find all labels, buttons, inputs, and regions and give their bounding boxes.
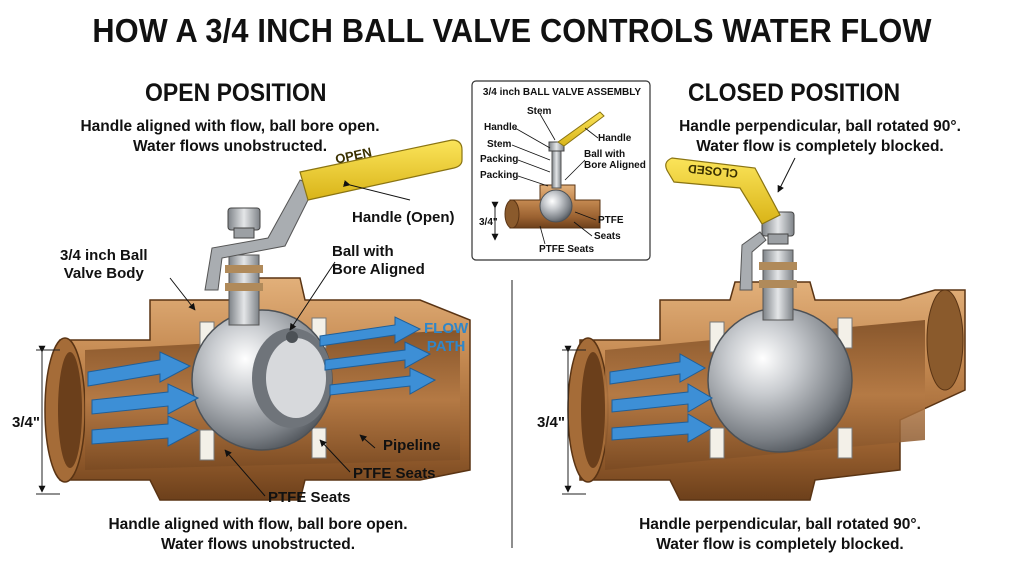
open-position-heading: OPEN POSITION (145, 79, 327, 107)
assembly-label-ball: Ball with Bore Aligned (584, 149, 646, 171)
open-top-desc-line-2: Water flows unobstructed. (132, 138, 328, 155)
closed-bottom-description: Handle perpendicular, ball rotated 90°. … (585, 515, 975, 555)
label-valve-body: 3/4 inch Ball Valve Body (60, 247, 148, 283)
label-valve-body-line-1: 3/4 inch Ball (60, 247, 148, 264)
closed-bottom-desc-line-1: Handle perpendicular, ball rotated 90°. (639, 516, 921, 533)
label-closed-dimension: 3/4" (537, 414, 565, 431)
label-ptfe-seats-right: PTFE Seats (353, 465, 436, 482)
closed-position-heading: CLOSED POSITION (688, 79, 901, 107)
label-pipeline: Pipeline (383, 437, 441, 454)
closed-bottom-desc-line-2: Water flow is completely blocked. (656, 536, 904, 553)
open-bottom-desc-line-2: Water flows unobstructed. (160, 536, 356, 553)
label-handle-open: Handle (Open) (352, 209, 455, 226)
assembly-label-packing-1: Packing (480, 154, 519, 165)
label-ball-bore-line-1: Ball with (332, 243, 394, 260)
assembly-label-ball-line-1: Ball with (584, 149, 626, 160)
closed-top-desc-line-1: Handle perpendicular, ball rotated 90°. (679, 118, 961, 135)
open-top-description: Handle aligned with flow, ball bore open… (30, 117, 430, 157)
assembly-label-handle-left: Handle (484, 122, 518, 133)
assembly-label-ball-line-2: Bore Aligned (584, 160, 646, 171)
closed-top-description: Handle perpendicular, ball rotated 90°. … (630, 117, 1010, 157)
assembly-label-ptfe: PTFE (598, 215, 624, 226)
open-bottom-desc-line-1: Handle aligned with flow, ball bore open… (108, 516, 408, 533)
open-top-desc-line-1: Handle aligned with flow, ball bore open… (80, 118, 380, 135)
label-ball-bore: Ball with Bore Aligned (332, 243, 425, 279)
assembly-label-stem-left: Stem (487, 139, 512, 150)
assembly-label-packing-2: Packing (480, 170, 519, 181)
page-title: HOW A 3/4 INCH BALL VALVE CONTROLS WATER… (92, 12, 932, 49)
assembly-label-seats: Seats (594, 231, 621, 242)
open-valve (36, 139, 471, 501)
label-ball-bore-line-2: Bore Aligned (332, 261, 425, 278)
assembly-label-ptfe-seats: PTFE Seats (539, 244, 595, 255)
assembly-label-handle-right: Handle (598, 133, 632, 144)
label-flow-path-line-1: FLOW (424, 320, 469, 337)
label-open-dimension: 3/4" (12, 414, 40, 431)
assembly-label-dimension: 3/4" (479, 217, 498, 228)
label-valve-body-line-2: Valve Body (63, 265, 144, 282)
open-bottom-description: Handle aligned with flow, ball bore open… (58, 515, 458, 555)
closed-top-desc-line-2: Water flow is completely blocked. (696, 138, 944, 155)
assembly-inset (471, 80, 651, 261)
label-flow-path-line-2: PATH (426, 338, 466, 355)
label-ptfe-seats-bottom: PTFE Seats (268, 489, 351, 506)
closed-valve (562, 157, 966, 501)
assembly-title: 3/4 inch BALL VALVE ASSEMBLY (482, 87, 642, 98)
label-flow-path: FLOW PATH (424, 320, 468, 356)
assembly-label-stem-top: Stem (527, 106, 552, 117)
